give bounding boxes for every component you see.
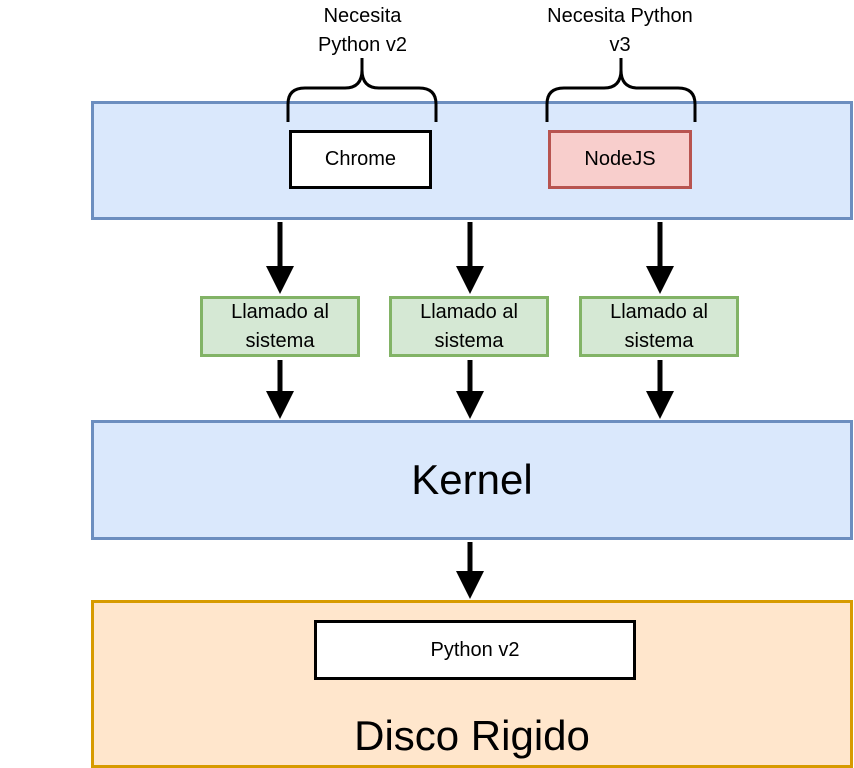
- system-call-label-line-2: sistema: [624, 329, 694, 352]
- system-call-label-line-1: Llamado al: [420, 300, 518, 323]
- arrow-down-icon: [646, 360, 674, 419]
- chrome-requirement-label: Necesita Python v2: [285, 2, 440, 60]
- arrow-down-icon: [266, 222, 294, 294]
- system-call-box[interactable]: Llamado al sistema: [389, 296, 549, 357]
- python-v2-box[interactable]: Python v2: [314, 620, 636, 680]
- chrome-brace-icon: [286, 58, 438, 122]
- chrome-app-label: Chrome: [324, 148, 397, 170]
- chrome-app-box[interactable]: Chrome: [289, 130, 432, 189]
- user-space-container: [91, 101, 853, 220]
- system-call-label-line-1: Llamado al: [231, 300, 329, 323]
- python-v2-label: Python v2: [430, 638, 520, 661]
- system-call-label-line-1: Llamado al: [610, 300, 708, 323]
- chrome-requirement-line-2: Python v2: [318, 34, 407, 56]
- nodejs-requirement-label: Necesita Python v3: [520, 2, 720, 60]
- kernel-box[interactable]: Kernel: [91, 420, 853, 540]
- system-call-box[interactable]: Llamado al sistema: [200, 296, 360, 357]
- arrow-down-icon: [646, 222, 674, 294]
- nodejs-requirement-line-1: Necesita Python: [547, 5, 693, 27]
- system-call-label-line-2: sistema: [434, 329, 504, 352]
- nodejs-app-label: NodeJS: [584, 148, 656, 170]
- nodejs-app-box[interactable]: NodeJS: [548, 130, 692, 189]
- system-call-box[interactable]: Llamado al sistema: [579, 296, 739, 357]
- chrome-requirement-line-1: Necesita: [323, 5, 402, 27]
- system-call-label-line-2: sistema: [245, 329, 315, 352]
- arrow-down-icon: [456, 542, 484, 599]
- arrow-down-icon: [456, 360, 484, 419]
- arrow-down-icon: [266, 360, 294, 419]
- kernel-label: Kernel: [411, 456, 533, 503]
- arrow-down-icon: [456, 222, 484, 294]
- nodejs-brace-icon: [545, 58, 697, 122]
- disk-label: Disco Rigido: [354, 712, 590, 759]
- nodejs-requirement-line-2: v3: [609, 34, 631, 56]
